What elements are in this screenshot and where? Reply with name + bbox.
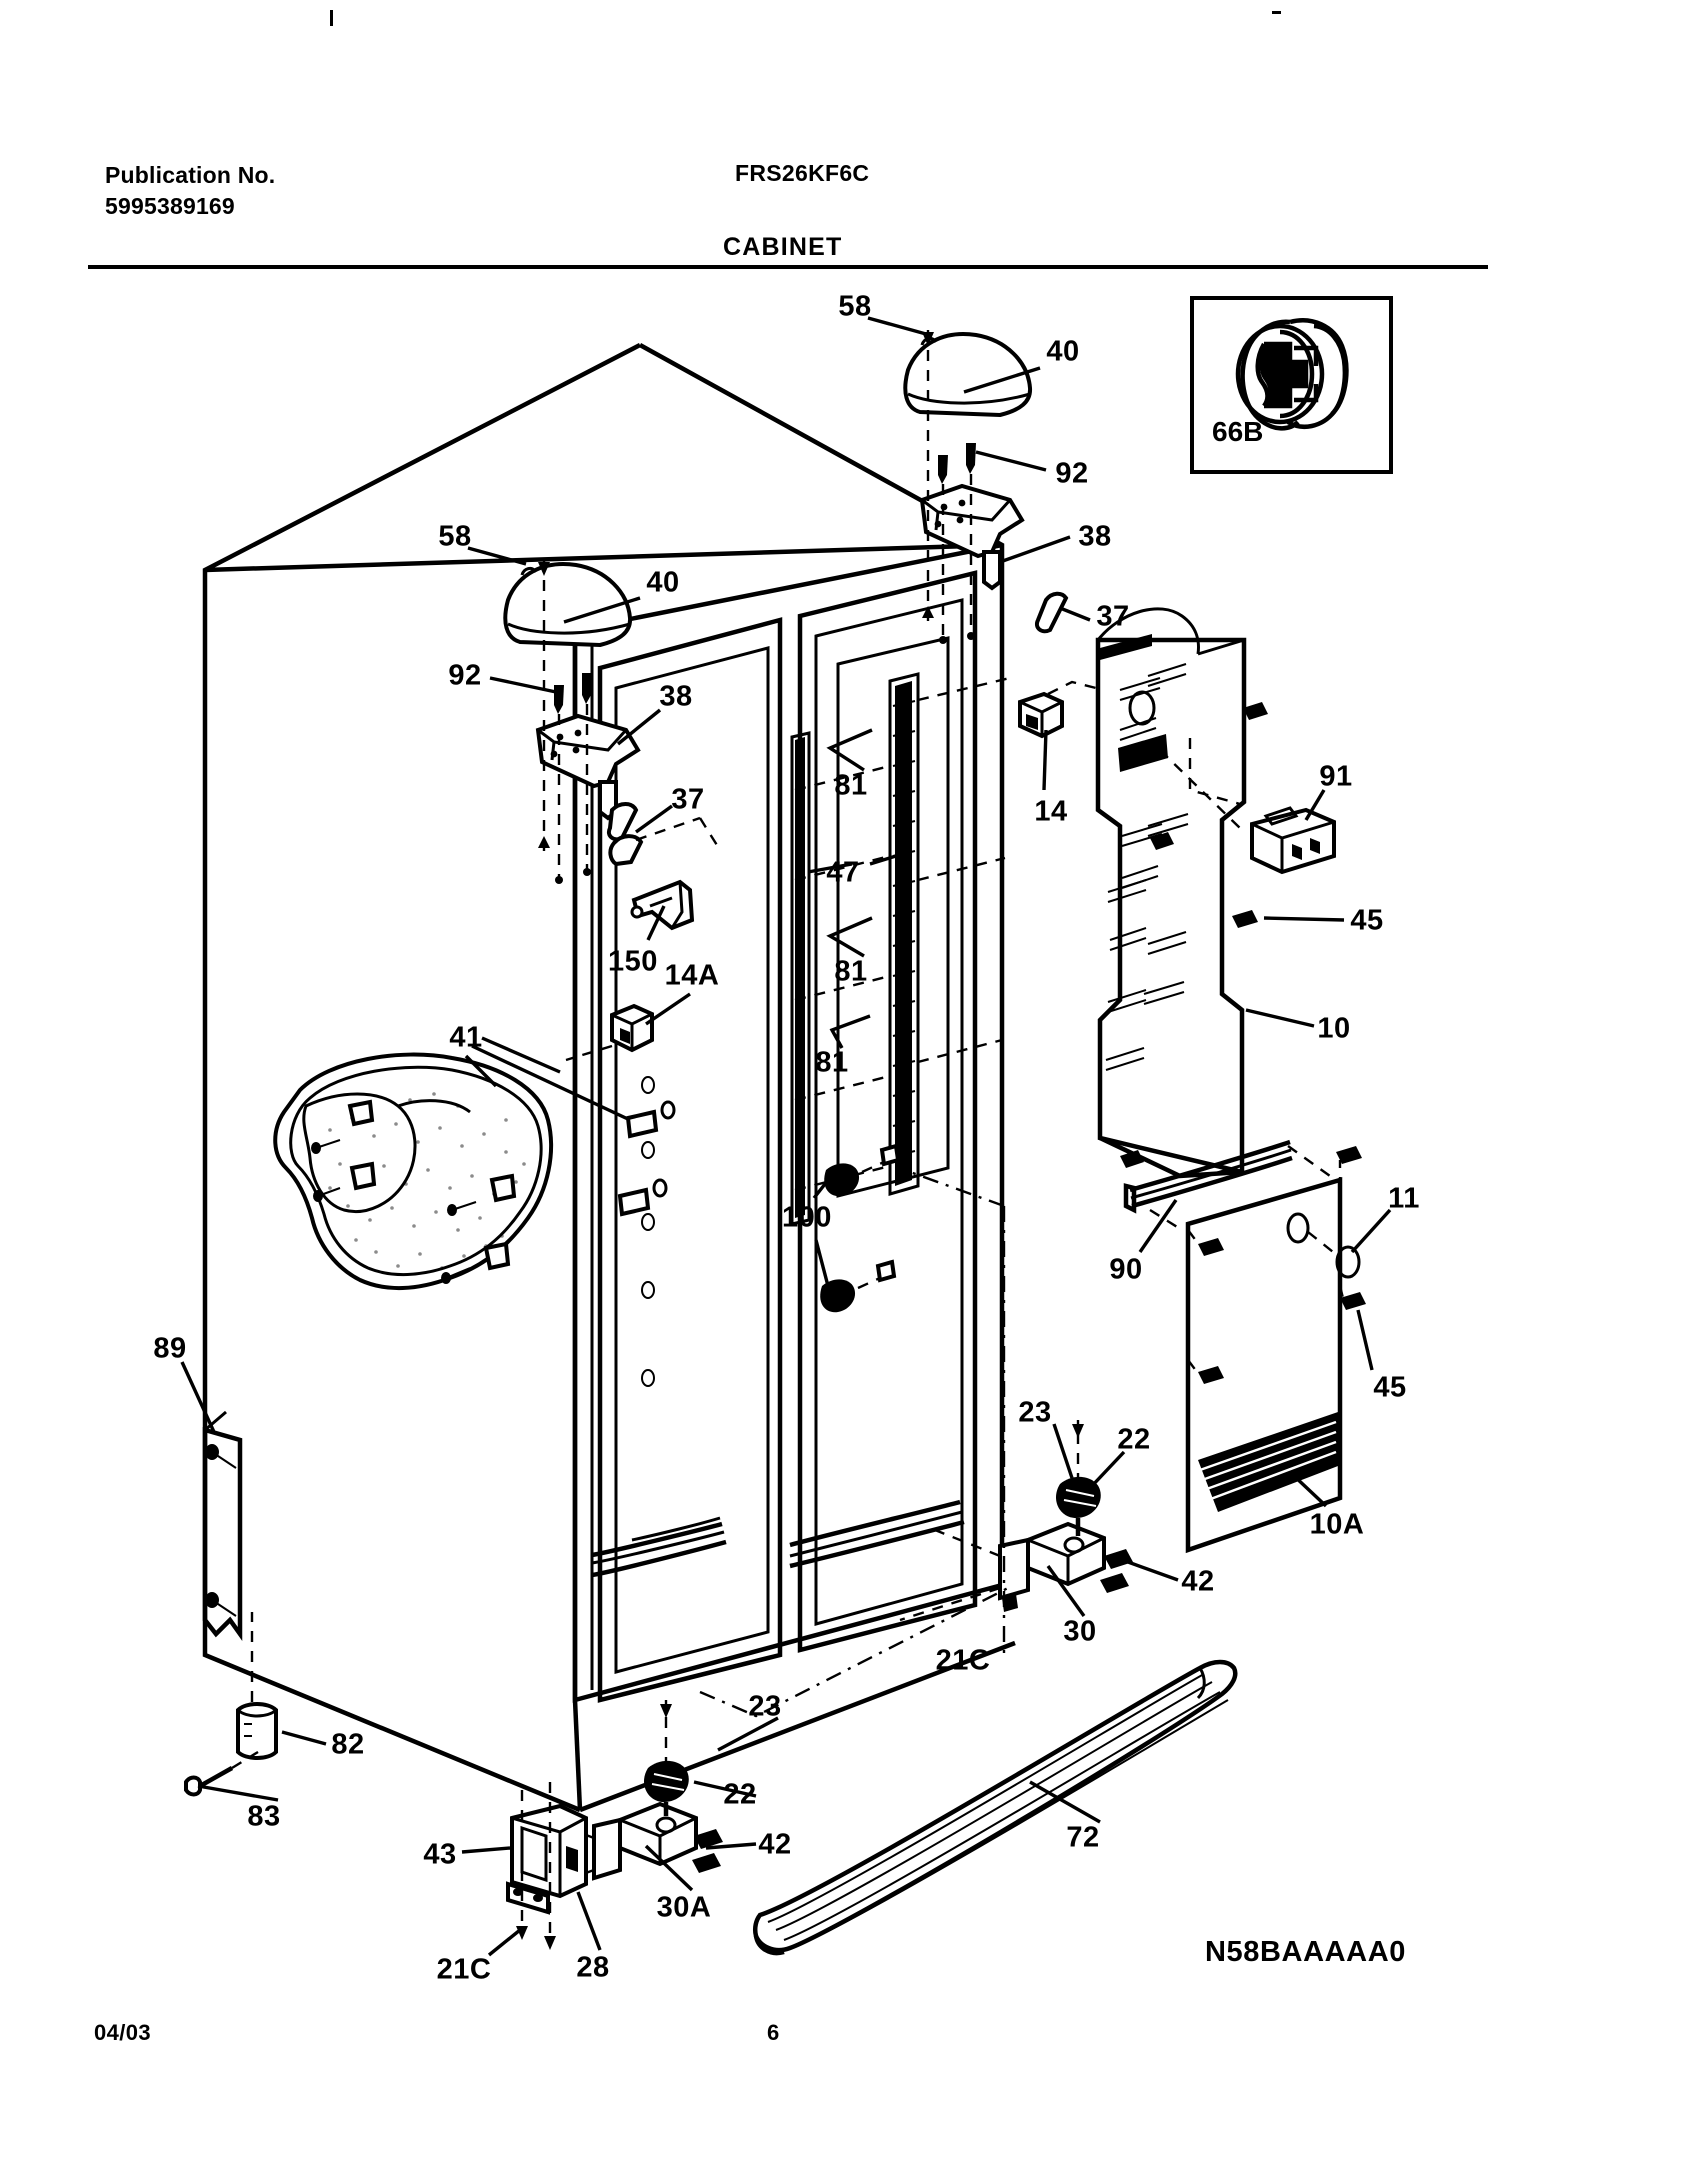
leg-cap-82-83	[184, 1612, 278, 1797]
publication-label: Publication No.	[105, 162, 276, 188]
scan-speck	[330, 10, 333, 26]
callout-81-upper: 81	[834, 769, 868, 802]
publication-number: 5995389169	[105, 193, 235, 220]
roller-assembly-right	[899, 1420, 1133, 1622]
callout-37-right: 37	[1096, 600, 1130, 633]
callout-28: 28	[576, 1951, 610, 1984]
insulation-plug	[347, 1099, 517, 1271]
callout-37-left: 37	[671, 783, 705, 816]
scan-speck	[1272, 11, 1281, 14]
callout-40-left: 40	[646, 566, 680, 599]
callout-30A: 30A	[656, 1891, 712, 1924]
callout-58-left: 58	[438, 520, 472, 553]
callout-45-lower: 45	[1373, 1371, 1407, 1404]
callout-42-left: 42	[758, 1828, 792, 1861]
callout-91: 91	[1319, 760, 1353, 793]
callout-90: 90	[1109, 1253, 1143, 1286]
callout-11: 11	[1388, 1182, 1420, 1215]
callout-43: 43	[423, 1838, 457, 1871]
right-side-panel-10	[1095, 607, 1336, 1179]
callout-22-right: 22	[1117, 1423, 1151, 1456]
callout-47: 47	[826, 856, 860, 889]
lower-back-panel-10A	[1123, 1139, 1366, 1554]
mullion-strip-assembly	[790, 672, 1011, 1226]
callout-14A: 14A	[664, 959, 720, 992]
insulation-pad-41	[273, 1052, 676, 1290]
section-title: CABINET	[723, 233, 843, 261]
callout-150: 150	[608, 945, 658, 978]
hinge-group-right	[903, 330, 1069, 644]
callout-38-left: 38	[659, 680, 693, 713]
callout-10A: 10A	[1309, 1508, 1365, 1541]
leader-lines	[180, 316, 1392, 1892]
revision-date: 04/03	[94, 2020, 152, 2045]
callout-81-middle: 81	[834, 955, 868, 988]
callout-40-right: 40	[1046, 335, 1080, 368]
bracket-89	[202, 1410, 243, 1642]
callout-72: 72	[1066, 1821, 1100, 1854]
callout-42-right: 42	[1181, 1565, 1215, 1598]
publication-block: Publication No. 5995389169	[105, 160, 275, 222]
hinge-group-left	[503, 560, 641, 884]
callout-21C-right: 21C	[935, 1644, 991, 1677]
callout-45-upper: 45	[1350, 904, 1384, 937]
callout-10: 10	[1317, 1012, 1351, 1045]
callout-30: 30	[1063, 1615, 1097, 1648]
door-small-parts	[565, 816, 722, 1387]
callout-23-right: 23	[1018, 1396, 1052, 1429]
model-number: FRS26KF6C	[735, 160, 870, 186]
callout-23-left: 23	[748, 1690, 782, 1723]
clip-100-group	[820, 1143, 901, 1313]
clip-14	[1018, 680, 1097, 739]
freezer-door	[591, 617, 783, 1703]
callout-82: 82	[331, 1728, 365, 1761]
callout-58-right: 58	[838, 290, 872, 323]
toe-grille-72	[752, 1659, 1238, 1956]
drawing-code: N58BAAAAA0	[1205, 1936, 1406, 1968]
callout-14: 14	[1034, 795, 1068, 828]
callout-22-left: 22	[723, 1778, 757, 1811]
header-rule	[88, 265, 1488, 269]
callout-21C-left: 21C	[436, 1953, 492, 1986]
fresh-food-door	[789, 570, 978, 1653]
callout-38-right: 38	[1078, 520, 1112, 553]
callout-92-right: 92	[1055, 457, 1089, 490]
callout-92-left: 92	[448, 659, 482, 692]
page-number: 6	[767, 2020, 780, 2045]
callout-81-lower: 81	[815, 1046, 849, 1079]
inset-part-label: 66B	[1212, 416, 1264, 447]
callout-83: 83	[247, 1800, 281, 1833]
roller-assembly-left	[487, 1700, 723, 1957]
detail-inset-box: 66B	[1190, 296, 1393, 474]
grommet-bushing-icon	[1235, 318, 1349, 431]
callout-41: 41	[449, 1021, 483, 1054]
callout-100: 100	[782, 1201, 832, 1234]
callout-89: 89	[153, 1332, 187, 1365]
